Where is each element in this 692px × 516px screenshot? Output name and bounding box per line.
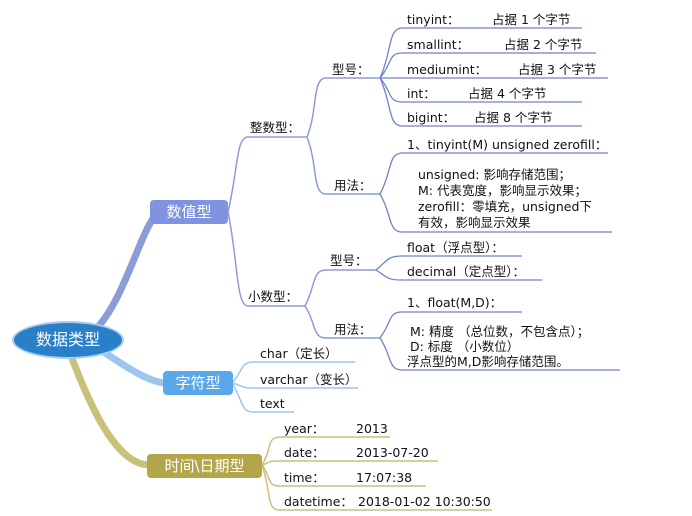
dt-time-example: 17:07:38 <box>356 470 413 485</box>
link-dec-syntax <box>379 311 522 339</box>
dt-date-name: date： <box>284 445 325 460</box>
string-node: 字符型 <box>163 371 233 395</box>
link-decimal-type <box>375 269 542 281</box>
decimal-note-m: M: 精度 （总位数，不包含点）； <box>410 324 590 339</box>
branch-string <box>94 344 169 387</box>
dt-datetime-name: datetime： <box>284 494 353 509</box>
type-bigint-desc: 占据 8 个字节 <box>474 110 553 125</box>
link-dec-notes <box>379 337 620 371</box>
branch-numeric <box>91 208 162 334</box>
type-int-name: int： <box>407 86 436 101</box>
link-integer <box>227 136 307 213</box>
integer-note-zerofill: zerofill：零填充，unsigned下 <box>418 199 592 214</box>
dt-datetime-example: 2018-01-02 10:30:50 <box>358 494 491 509</box>
link-smallint <box>379 52 596 79</box>
dt-year-example: 2013 <box>356 421 388 436</box>
integer-label: 整数型： <box>250 120 301 135</box>
link-year <box>261 436 390 466</box>
dt-date-example: 2013-07-20 <box>356 445 429 460</box>
dt-year-name: year： <box>284 421 325 436</box>
integer-usage-label: 用法： <box>334 178 372 193</box>
type-bigint-name: bigint： <box>407 110 456 125</box>
link-bigint <box>379 77 582 127</box>
branch-datetime <box>66 349 154 469</box>
type-tinyint-name: tinyint： <box>407 12 460 27</box>
type-float: float（浮点型）： <box>407 240 504 255</box>
decimal-note-range: 浮点型的M,D影响存储范围。 <box>407 354 569 369</box>
type-mediumint-name: mediumint： <box>407 62 488 77</box>
link-float <box>375 255 522 271</box>
link-dec-usage <box>304 305 380 339</box>
string-varchar: varchar（变长） <box>260 372 358 387</box>
string-char: char（定长） <box>260 346 338 361</box>
numeric-node: 数值型 <box>150 200 228 224</box>
integer-usage-syntax: 1、tinyint(M) unsigned zerofill： <box>407 137 608 152</box>
integer-note-effect: 有效，影响显示效果 <box>418 215 531 230</box>
link-dec-types <box>304 269 376 307</box>
link-char <box>231 361 355 384</box>
root-node: 数据类型 <box>12 321 124 359</box>
string-text: text <box>260 396 285 411</box>
link-int-notes <box>379 193 612 233</box>
type-smallint-name: smallint： <box>407 37 470 52</box>
integer-note-m: M: 代表宽度，影响显示效果； <box>418 183 587 198</box>
type-smallint-desc: 占据 2 个字节 <box>504 37 583 52</box>
type-int-desc: 占据 4 个字节 <box>468 86 547 101</box>
decimal-usage-syntax: 1、float(M,D)： <box>407 295 503 310</box>
integer-note-unsigned: unsigned: 影响存储范围； <box>418 167 571 182</box>
link-int <box>379 77 582 103</box>
link-decimal <box>227 211 305 307</box>
link-varchar <box>231 382 358 389</box>
decimal-usage-label: 用法： <box>334 322 372 337</box>
link-date <box>261 460 438 466</box>
decimal-label: 小数型： <box>248 289 299 304</box>
dt-time-name: time： <box>284 470 325 485</box>
link-datetime <box>261 464 492 511</box>
type-mediumint-desc: 占据 3 个字节 <box>518 62 597 77</box>
decimal-note-d: D: 标度 （小数位） <box>410 339 520 354</box>
link-int-syntax <box>379 152 608 195</box>
link-tinyint <box>379 27 582 79</box>
datetime-node: 时间\日期型 <box>147 454 262 478</box>
link-time <box>261 464 426 487</box>
integer-types-label: 型号： <box>332 62 370 77</box>
link-text <box>231 382 294 413</box>
link-int-usage <box>306 136 380 195</box>
link-int-types <box>306 77 380 138</box>
type-tinyint-desc: 占据 1 个字节 <box>492 12 571 27</box>
decimal-types-label: 型号： <box>330 253 368 268</box>
type-decimal: decimal（定点型）： <box>407 264 526 279</box>
